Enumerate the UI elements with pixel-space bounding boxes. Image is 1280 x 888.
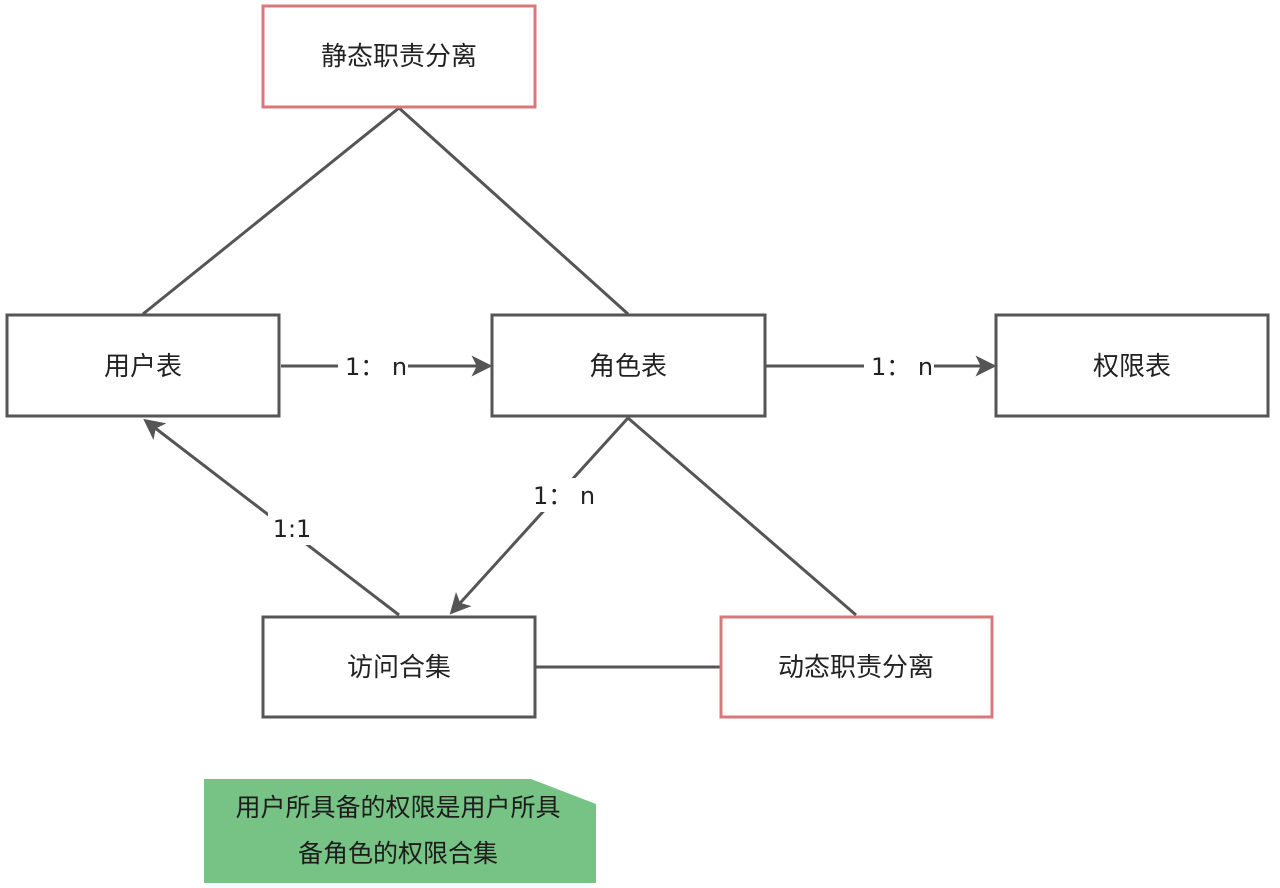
note-line-2: 备角色的权限合集 xyxy=(298,839,498,868)
edge-static-sod-users xyxy=(142,106,400,316)
edge-label-users-roles: 1： n xyxy=(345,353,407,381)
edge-label-access-users: 1:1 xyxy=(273,515,312,543)
node-access-set[interactable]: 访问合集 xyxy=(261,615,537,719)
node-dynamic-sod-label: 动态职责分离 xyxy=(778,653,934,683)
node-permissions-label: 权限表 xyxy=(1093,352,1171,382)
edge-label-bg-access-users xyxy=(268,511,316,545)
edge-label-bg-roles-access xyxy=(527,478,599,512)
edge-label-roles-access: 1： n xyxy=(533,482,595,510)
node-roles[interactable]: 角色表 xyxy=(490,313,767,418)
node-access-set-label: 访问合集 xyxy=(347,653,451,683)
node-users-label: 用户表 xyxy=(104,352,182,382)
node-users[interactable]: 用户表 xyxy=(5,313,281,418)
node-roles-label: 角色表 xyxy=(589,352,667,382)
note-shape xyxy=(204,779,596,883)
node-static-sod-label: 静态职责分离 xyxy=(321,42,477,72)
edge-label-roles-permissions: 1： n xyxy=(871,353,933,381)
node-dynamic-sod[interactable]: 动态职责分离 xyxy=(719,615,994,719)
note[interactable]: 用户所具备的权限是用户所具 备角色的权限合集 xyxy=(204,779,596,883)
edge-label-bg-roles-permissions xyxy=(864,350,934,382)
note-line-1: 用户所具备的权限是用户所具 xyxy=(235,793,560,822)
edge-static-sod-roles xyxy=(397,106,630,316)
node-permissions[interactable]: 权限表 xyxy=(994,313,1270,418)
node-static-sod[interactable]: 静态职责分离 xyxy=(261,4,537,109)
edge-label-bg-users-roles xyxy=(338,350,408,382)
edge-roles-access[interactable] xyxy=(449,416,630,615)
edge-roles-dynamic-sod xyxy=(627,416,857,617)
